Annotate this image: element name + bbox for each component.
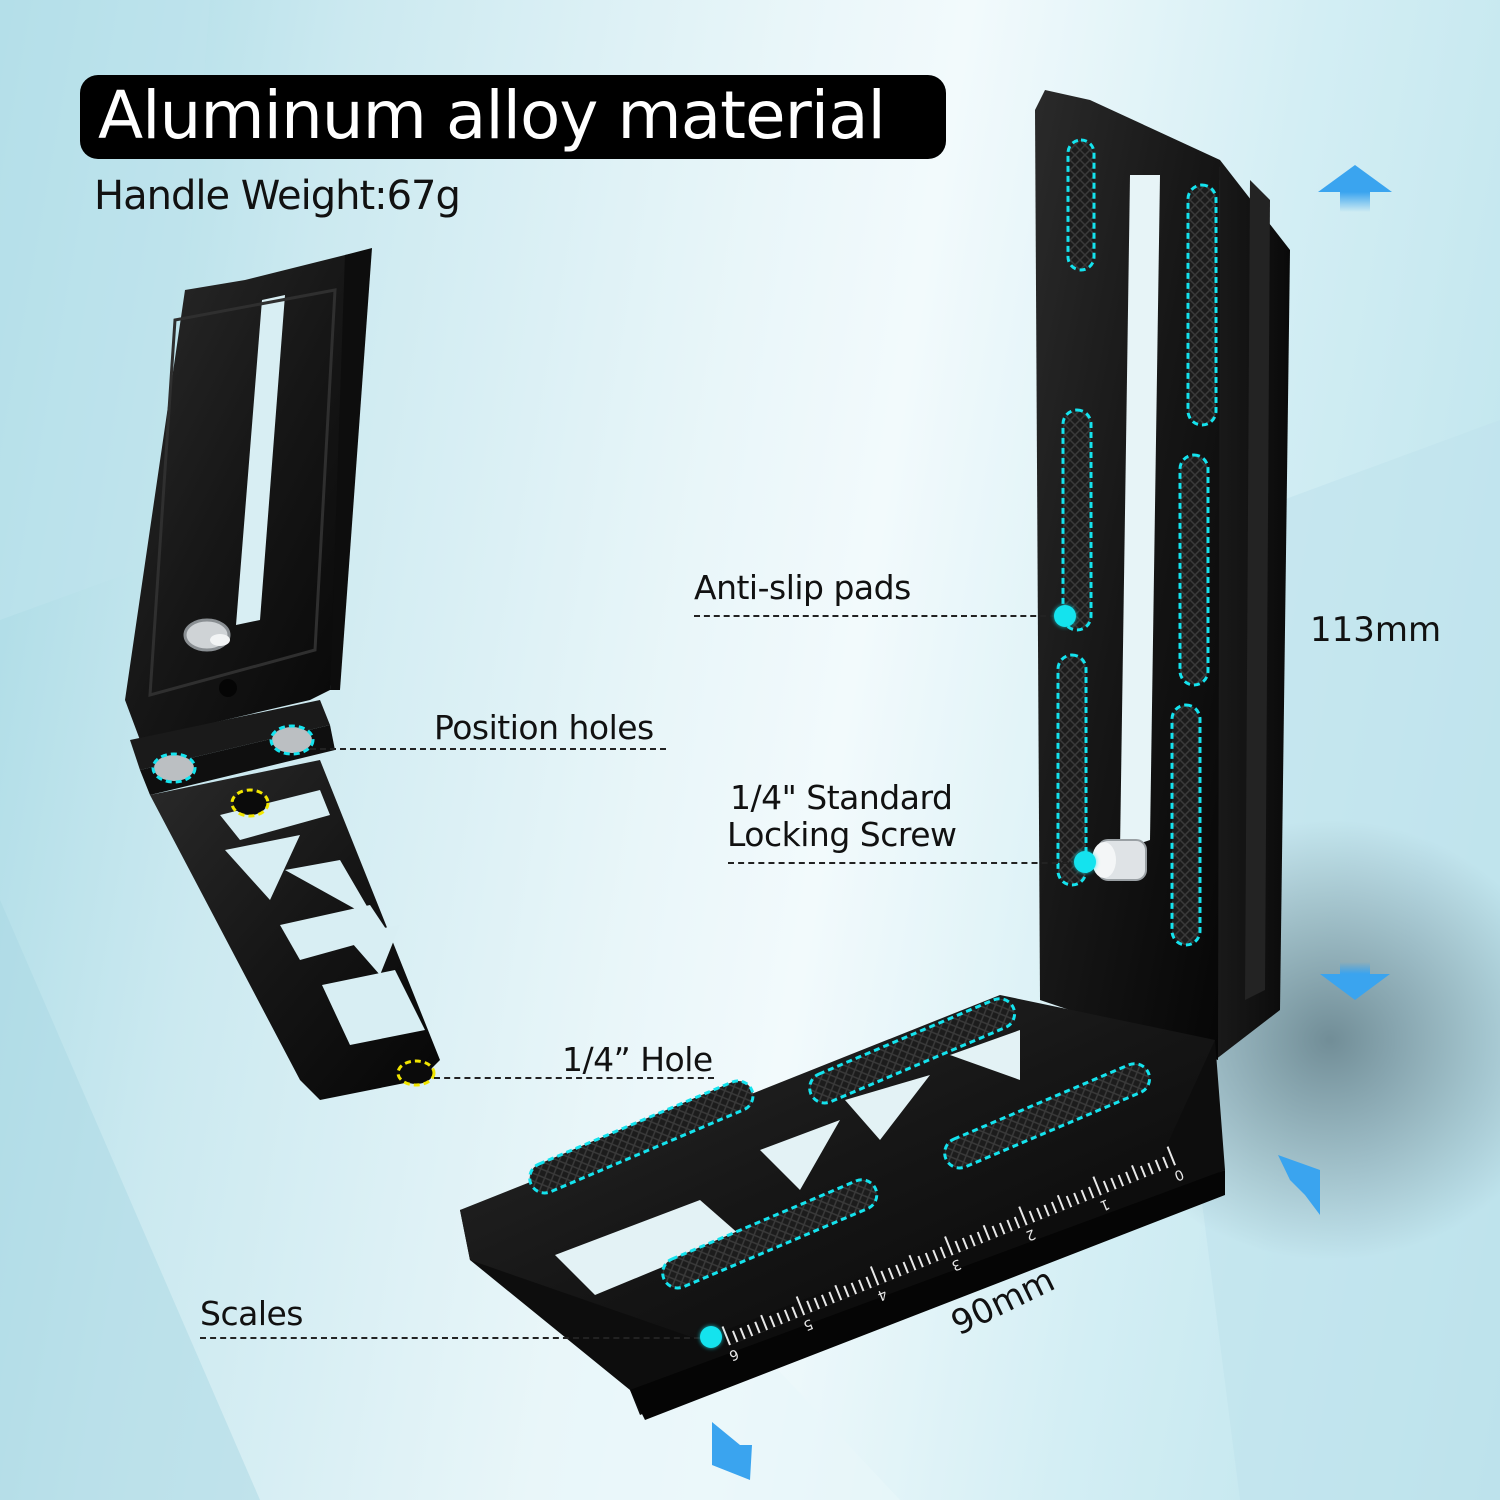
right-bracket: 6 5 4 3 2 1 0	[460, 90, 1290, 1420]
locking-screw-marker-dot	[1074, 851, 1096, 873]
callout-locking-screw-line1: 1/4" Standard	[730, 778, 953, 817]
title-banner	[80, 75, 946, 159]
callout-position-holes: Position holes	[434, 708, 654, 747]
callout-scales: Scales	[200, 1294, 303, 1333]
arrow-down-left-icon	[712, 1422, 752, 1480]
scales-marker-dot	[700, 1326, 722, 1348]
weight-subtitle: Handle Weight:67g	[94, 173, 461, 219]
left-bracket	[125, 248, 440, 1100]
callout-anti-slip-pads: Anti-slip pads	[694, 568, 911, 607]
locking-screw	[1092, 839, 1147, 881]
leader-locking-screw	[728, 862, 1078, 864]
callout-locking-screw-line2: Locking Screw	[727, 815, 957, 854]
leader-scales	[200, 1337, 700, 1339]
anti-slip-marker-dot	[1054, 605, 1076, 627]
arrow-down-icon	[1320, 962, 1390, 1000]
arrow-up-icon	[1318, 165, 1392, 212]
leader-position-holes	[310, 748, 666, 750]
callout-quarter-inch-hole: 1/4” Hole	[562, 1040, 713, 1079]
leader-hole	[434, 1077, 714, 1079]
leader-anti-slip	[694, 615, 1056, 617]
page-title: Aluminum alloy material	[98, 77, 886, 154]
arrow-up-left-icon	[1278, 1155, 1320, 1215]
height-dimension: 113mm	[1310, 610, 1442, 650]
